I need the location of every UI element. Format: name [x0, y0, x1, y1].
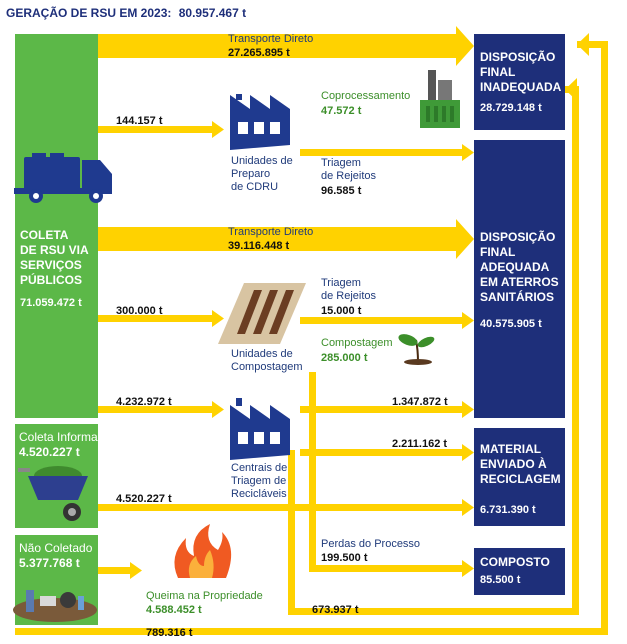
adequate-title: DISPOSIÇÃO FINAL ADEQUADA EM ATERROS SAN… — [480, 230, 559, 304]
queima-value: 4.588.452 t — [146, 604, 202, 616]
wheelbarrow-icon — [18, 466, 88, 521]
informal-flow-value: 4.520.227 t — [116, 493, 172, 505]
compost-windrow-icon — [218, 283, 306, 344]
compost-value: 85.500 t — [480, 574, 521, 586]
page-title: GERAÇÃO DE RSU EM 2023: 80.957.467 t — [6, 6, 246, 20]
direct2-value: 39.116.448 t — [228, 240, 290, 252]
bottom-flow-2-value: 789.316 t — [146, 627, 193, 639]
sorting-factory-icon — [230, 398, 290, 460]
sorting-recycle-value: 2.211.162 t — [392, 438, 448, 450]
compost-title: COMPOSTO — [480, 555, 550, 569]
composting-label: Unidades de Compostagem — [231, 348, 303, 373]
cdru-factory-icon — [230, 94, 290, 150]
inadequate-box — [474, 34, 565, 130]
triagem2-label: Triagem de Rejeitos — [321, 277, 377, 302]
not-collected-title: Não Coletado — [19, 541, 93, 555]
recycling-box — [474, 428, 565, 526]
direct-transport-arrow-1 — [98, 26, 474, 66]
not-collected-value: 5.377.768 t — [19, 556, 80, 570]
garbage-truck-icon — [14, 153, 112, 203]
inadequate-title: DISPOSIÇÃO FINAL INADEQUADA — [480, 50, 562, 94]
direct1-label: Transporte Direto — [228, 33, 314, 45]
title-label: GERAÇÃO DE RSU EM 2023: — [6, 6, 172, 20]
sorting-reject-value: 1.347.872 t — [392, 396, 448, 408]
public-collection-box — [15, 34, 98, 418]
triagem1-label: Triagem de Rejeitos — [321, 157, 377, 182]
coproc-value: 47.572 t — [321, 105, 362, 117]
direct-transport-arrow-2 — [98, 219, 474, 259]
informal-collection-value: 4.520.227 t — [19, 445, 80, 459]
direct1-value: 27.265.895 t — [228, 47, 290, 59]
triagem2-value: 15.000 t — [321, 305, 362, 317]
inadequate-value: 28.729.148 t — [480, 102, 542, 114]
compostagem-label: Compostagem — [321, 337, 393, 349]
sorting-in-value: 4.232.972 t — [116, 396, 172, 408]
perdas-label: Perdas do Processo — [321, 538, 421, 550]
direct2-label: Transporte Direto — [228, 226, 314, 238]
perdas-value: 199.500 t — [321, 552, 368, 564]
adequate-box — [474, 140, 565, 418]
informal-collection-title: Coleta Informal — [19, 430, 101, 444]
cdru-label: Unidades de Preparo de CDRU — [231, 155, 293, 193]
fire-icon — [174, 524, 232, 578]
compost-box — [474, 548, 565, 595]
coproc-label: Coprocessamento — [321, 90, 411, 102]
bottom-flow-1-value: 673.937 t — [312, 604, 359, 616]
compostagem-value: 285.000 t — [321, 352, 368, 364]
adequate-value: 40.575.905 t — [480, 318, 542, 330]
title-value: 80.957.467 t — [178, 6, 247, 20]
compost-in-value: 300.000 t — [116, 305, 163, 317]
recycling-title: MATERIAL ENVIADO À RECICLAGEM — [480, 442, 561, 486]
queima-label: Queima na Propriedade — [146, 590, 263, 602]
trash-pile-icon — [13, 590, 97, 622]
cdru-in-value: 144.157 t — [116, 115, 163, 127]
sorting-label: Centrais de Triagem de Recicláveis — [231, 462, 288, 500]
triagem1-value: 96.585 t — [321, 185, 362, 197]
public-collection-value: 71.059.472 t — [20, 297, 82, 309]
recycling-value: 6.731.390 t — [480, 504, 536, 516]
coprocessing-plant-icon — [420, 70, 460, 128]
sprout-icon — [398, 334, 435, 365]
public-collection-title: COLETA DE RSU VIA SERVIÇOS PÚBLICOS — [20, 228, 89, 287]
